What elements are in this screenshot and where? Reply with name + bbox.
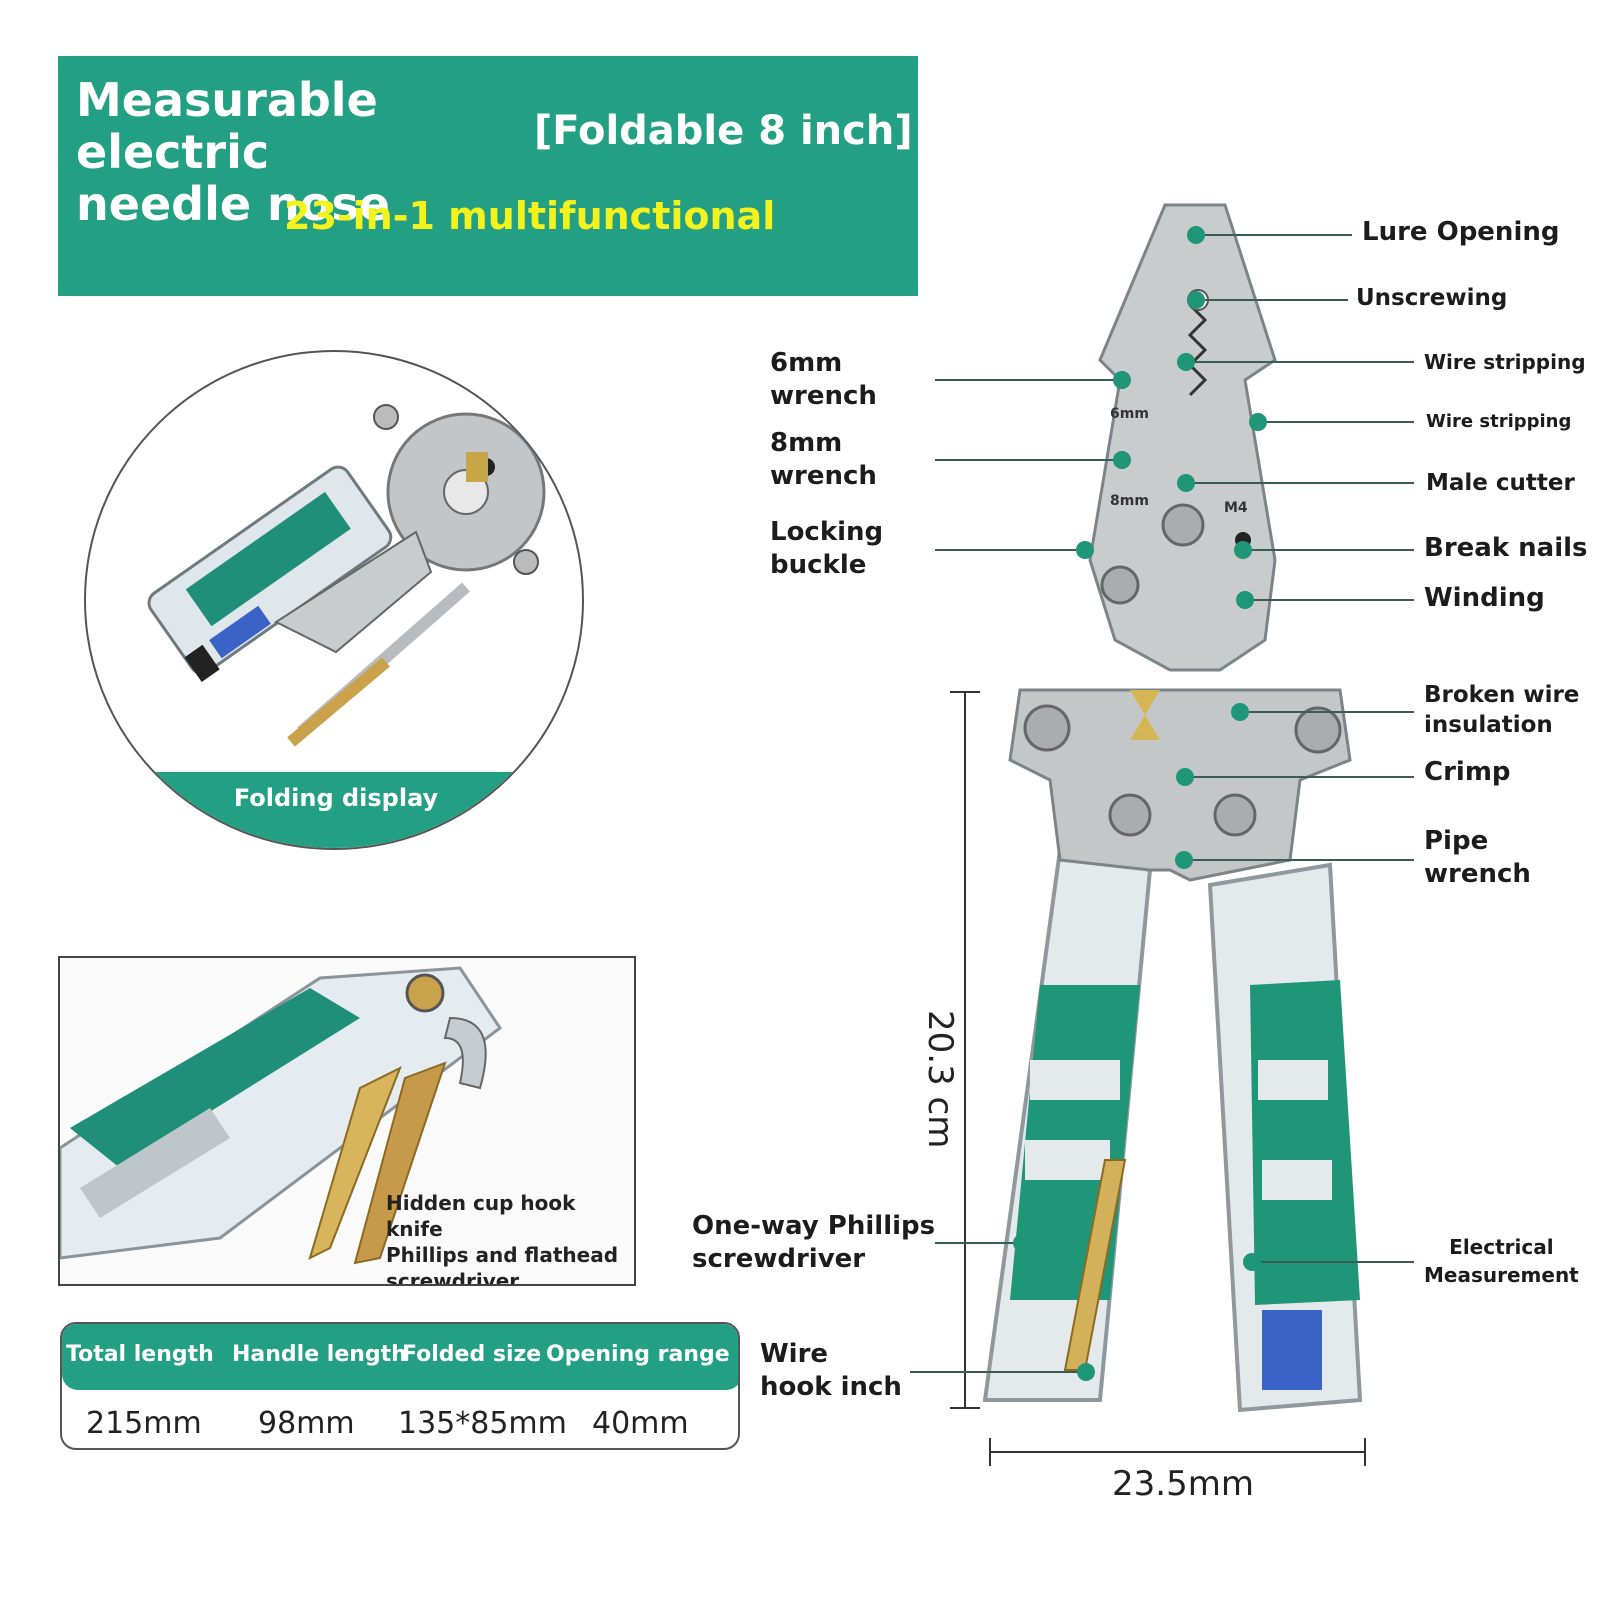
left-leader-lines: [910, 379, 1122, 1373]
callout-electrical-measurement: Electrical Measurement: [1424, 1235, 1579, 1287]
spec-value-folded-size: 135*85mm: [398, 1406, 567, 1441]
product-subtitle: [Foldable 8 inch]: [534, 108, 913, 154]
callout-wire-hook: Wire hook inch: [760, 1339, 902, 1402]
folding-display-label: Folding display: [233, 784, 439, 812]
pliers-head: 6mm 8mm M4: [1008, 203, 1352, 882]
product-tagline: 23-in-1 multifunctional: [284, 194, 776, 238]
callout-broken-wire-insulation: Broken wire insulation: [1424, 682, 1580, 738]
left-handle: [982, 847, 1153, 1402]
folding-display-band: [86, 772, 582, 848]
callout-6mm-wrench: 6mm wrench: [770, 348, 877, 411]
folded-pliers-illustration: [147, 404, 546, 747]
length-dimension-label: 20.3 cm: [920, 1010, 960, 1149]
callout-break-nails: Break nails: [1424, 533, 1588, 563]
header-banner: Measurable electric needle nose [Foldabl…: [58, 56, 918, 296]
mark-m4: M4: [1224, 500, 1248, 516]
left-leader-dots: [1013, 371, 1131, 1381]
spec-value-handle-length: 98mm: [258, 1406, 355, 1441]
mark-6mm: 6mm: [1110, 406, 1149, 422]
hidden-tools-caption: Hidden cup hook knife Phillips and flath…: [386, 1191, 619, 1286]
callout-crimp: Crimp: [1424, 757, 1511, 787]
mark-8mm: 8mm: [1110, 493, 1149, 509]
callout-pipe-wrench: Pipe wrench: [1424, 826, 1531, 889]
spec-value-total-length: 215mm: [86, 1406, 202, 1441]
width-dimension-line: [989, 1438, 1366, 1466]
callout-winding: Winding: [1424, 583, 1545, 613]
callout-lure-opening: Lure Opening: [1362, 217, 1560, 247]
spec-header-opening-range: Opening range: [546, 1342, 730, 1367]
spec-header-folded-size: Folded size: [402, 1342, 542, 1367]
spec-header-handle-length: Handle length: [232, 1342, 407, 1367]
right-leader-dots: [1175, 226, 1267, 1271]
right-leader-lines: [1184, 234, 1414, 1263]
hidden-tools-illustration: [60, 966, 503, 1265]
hidden-tools-image: Hidden cup hook knife Phillips and flath…: [58, 956, 636, 1286]
spec-header-total-length: Total length: [66, 1342, 214, 1367]
folding-display-image: Folding display: [84, 350, 584, 850]
spec-table-header: [62, 1324, 738, 1390]
callout-8mm-wrench: 8mm wrench: [770, 428, 877, 491]
width-dimension-label: 23.5mm: [1112, 1464, 1254, 1504]
callout-wire-stripping-1: Wire stripping: [1424, 350, 1586, 374]
spec-value-opening-range: 40mm: [592, 1406, 689, 1441]
callout-locking-buckle: Locking buckle: [770, 517, 884, 580]
product-title: Measurable electric needle nose: [76, 73, 390, 231]
callout-male-cutter: Male cutter: [1426, 470, 1575, 496]
callout-wire-stripping-2: Wire stripping: [1426, 411, 1572, 432]
callout-phillips-screwdriver: One-way Phillips screwdriver: [692, 1211, 936, 1274]
length-dimension-line: [950, 691, 980, 1409]
spec-table: Total length Handle length Folded size O…: [60, 1322, 740, 1450]
right-handle: [1207, 862, 1363, 1413]
callout-unscrewing: Unscrewing: [1356, 285, 1508, 311]
